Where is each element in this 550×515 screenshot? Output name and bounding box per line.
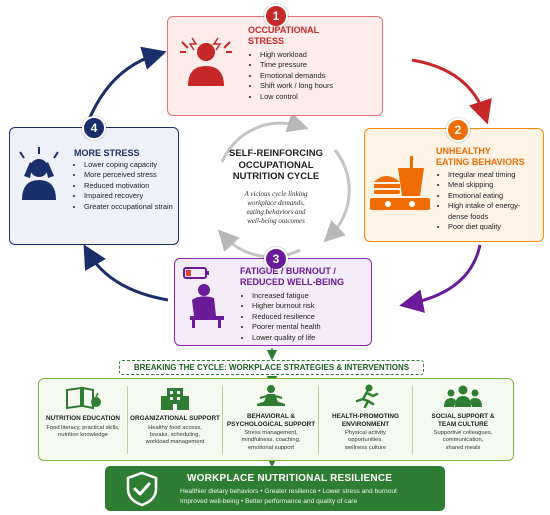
divider xyxy=(412,386,413,454)
tired-person-icon xyxy=(183,267,224,328)
node-title-unhealthy-eating: UNHEALTHY EATING BEHAVIORS xyxy=(436,146,525,167)
breaking-cycle-banner: BREAKING THE CYCLE: WORKPLACE STRATEGIES… xyxy=(119,360,424,375)
building-icon xyxy=(161,388,189,410)
team-icon xyxy=(444,385,482,407)
meditation-icon xyxy=(257,385,285,406)
node-number-4: 4 xyxy=(82,116,106,140)
arrow-3-to-4 xyxy=(83,244,169,302)
resilience-outcomes-line-1: Healthier dietary behaviors • Greater re… xyxy=(180,488,397,495)
node-title-more-stress: MORE STRESS xyxy=(74,148,140,158)
node-title-occupational-stress: OCCUPATIONAL STRESS xyxy=(248,25,320,46)
divider xyxy=(127,386,128,454)
node-list-unhealthy-eating: Irregular meal timing Meal skipping Emot… xyxy=(438,170,538,232)
node-more-stress xyxy=(9,127,179,245)
node-list-more-stress: Lower coping capacity More perceived str… xyxy=(74,160,184,212)
center-subtitle: A vicious cycle linking workplace demand… xyxy=(244,190,308,225)
resilience-title: WORKPLACE NUTRITIONAL RESILIENCE xyxy=(187,473,393,484)
node-list-fatigue-burnout: Increased fatigue Higher burnout risk Re… xyxy=(242,291,321,343)
arrow-4-to-1 xyxy=(86,46,167,123)
shield-check-icon xyxy=(126,471,158,507)
strategy-organizational-support: ORGANIZATIONAL SUPPORT Healthy food acce… xyxy=(129,384,221,446)
node-occupational-stress xyxy=(167,16,383,116)
arrow-2-to-3 xyxy=(399,244,482,313)
node-number-3: 3 xyxy=(264,247,288,271)
strategies-panel xyxy=(38,378,514,461)
divider xyxy=(318,386,319,454)
node-list-occupational-stress: High workload Time pressure Emotional de… xyxy=(250,50,333,102)
running-person-icon xyxy=(355,384,378,409)
divider xyxy=(222,386,223,454)
head-in-hands-icon xyxy=(19,147,59,200)
book-apple-icon xyxy=(66,386,101,410)
strategy-behavioral-psychological: BEHAVIORAL & PSYCHOLOGICAL SUPPORT Stres… xyxy=(224,384,318,452)
stressed-person-icon xyxy=(180,37,232,86)
strategy-health-promoting-environment: HEALTH-PROMOTING ENVIRONMENT Physical ac… xyxy=(320,384,411,452)
node-number-1: 1 xyxy=(264,4,288,28)
strategy-nutrition-education: NUTRITION EDUCATION Food literacy, pract… xyxy=(40,384,126,439)
fast-food-icon xyxy=(370,156,430,210)
strategy-social-support: SOCIAL SUPPORT & TEAM CULTURE Supportive… xyxy=(414,384,512,452)
resilience-outcomes-line-2: Improved well-being • Better performance… xyxy=(180,498,358,505)
resilience-banner: WORKPLACE NUTRITIONAL RESILIENCE Healthi… xyxy=(105,466,445,511)
center-title: SELF-REINFORCING OCCUPATIONAL NUTRITION … xyxy=(229,148,323,182)
node-title-fatigue-burnout: FATIGUE / BURNOUT / REDUCED WELL-BEING xyxy=(240,266,344,287)
arrow-1-to-2 xyxy=(411,58,492,125)
node-number-2: 2 xyxy=(446,118,470,142)
